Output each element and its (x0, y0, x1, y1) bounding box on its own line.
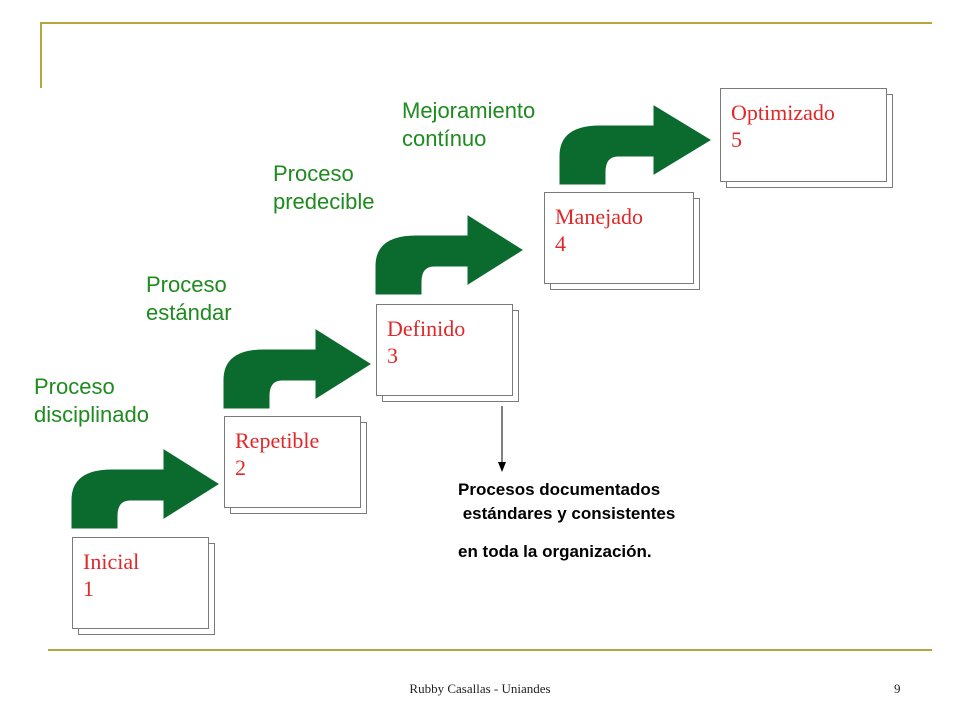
level-name: Manejado (555, 204, 643, 229)
note-line-1: Procesos documentados (458, 480, 661, 499)
level-box-repetible: Repetible 2 (224, 416, 367, 514)
arrow-4-icon (559, 105, 711, 185)
arrow-1-icon (71, 449, 219, 529)
left-accent-line (40, 22, 42, 88)
transition-label-mejoramiento: Mejoramiento contínuo (402, 98, 536, 151)
level-number: 2 (235, 455, 246, 480)
bottom-accent-line (48, 649, 932, 651)
level-name: Repetible (235, 428, 320, 453)
note-line-3: en toda la organización. (458, 542, 652, 561)
level-box-inicial: Inicial 1 (72, 537, 215, 635)
level-name: Optimizado (731, 100, 835, 125)
level-box-definido: Definido 3 (376, 304, 519, 402)
level-number: 1 (83, 576, 94, 601)
level-box-optimizado: Optimizado 5 (720, 88, 893, 188)
transition-label-disciplinado: Proceso disciplinado (34, 374, 149, 427)
level-name: Inicial (83, 549, 140, 574)
arrow-2-icon (223, 329, 371, 409)
transition-label-predecible: Proceso predecible (273, 161, 375, 214)
level-number: 4 (555, 231, 566, 256)
connector-arrowhead-icon (498, 462, 506, 472)
level-number: 3 (387, 343, 398, 368)
top-accent-line (40, 22, 932, 24)
footer-author: Rubby Casallas - Uniandes (409, 681, 551, 696)
level-number: 5 (731, 127, 742, 152)
arrow-3-icon (375, 215, 523, 295)
note-line-2: estándares y consistentes (458, 504, 676, 523)
level-name: Definido (387, 316, 466, 341)
level-3-note: Procesos documentados estándares y consi… (458, 478, 675, 564)
level-box-manejado: Manejado 4 (544, 192, 700, 290)
transition-label-estandar: Proceso estándar (146, 272, 232, 325)
page-number: 9 (894, 681, 901, 696)
